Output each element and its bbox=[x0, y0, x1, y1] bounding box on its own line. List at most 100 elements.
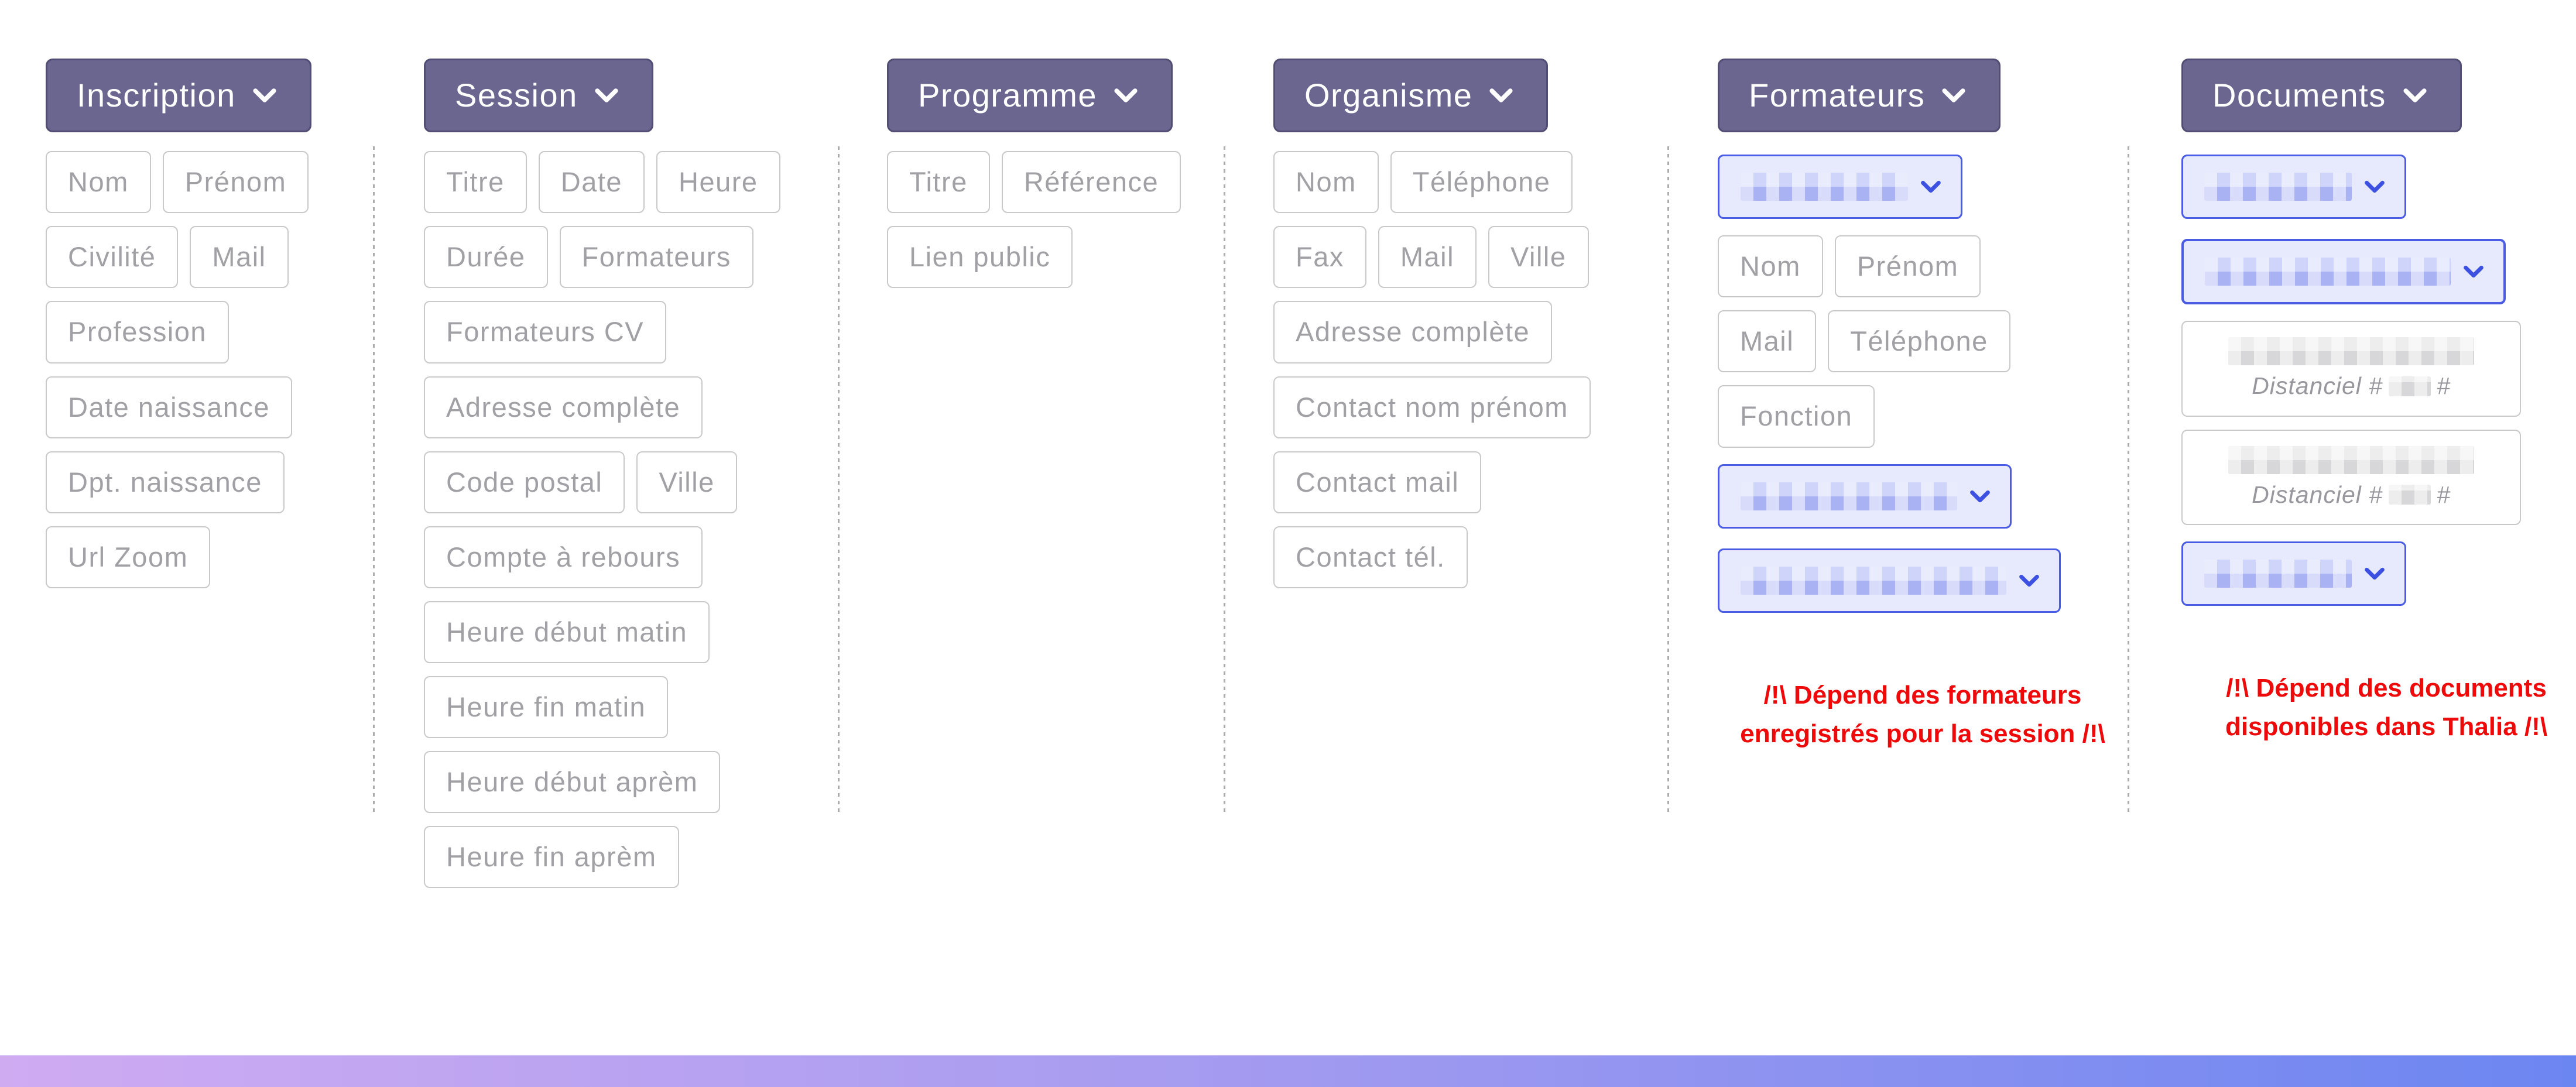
column-title: Session bbox=[455, 77, 578, 114]
field-chip-titre[interactable]: Titre bbox=[424, 151, 527, 214]
field-chip-heure-fin-matin[interactable]: Heure fin matin bbox=[424, 675, 669, 738]
field-chip-nom[interactable]: Nom bbox=[1273, 151, 1379, 214]
organisme-dropdown-button[interactable]: Organisme bbox=[1273, 59, 1549, 133]
field-chip-adresse-complete[interactable]: Adresse complète bbox=[1273, 301, 1553, 364]
chip-row: Heure fin aprèm bbox=[424, 825, 679, 888]
chip-row: Profession bbox=[46, 301, 229, 364]
warning-line: /!\ Dépend des documents bbox=[2226, 673, 2547, 702]
chip-row: Heure fin matin bbox=[424, 675, 669, 738]
field-chip-reference[interactable]: Référence bbox=[1001, 151, 1181, 214]
chevron-down-icon bbox=[1942, 88, 1965, 102]
chevron-down-icon bbox=[2464, 266, 2483, 278]
field-chip-contact-nom-prenom[interactable]: Contact nom prénom bbox=[1273, 376, 1591, 438]
field-chip-duree[interactable]: Durée bbox=[424, 226, 548, 289]
field-chip-heure[interactable]: Heure bbox=[656, 151, 780, 214]
redacted-document-chip[interactable]: Distanciel ## bbox=[2181, 429, 2521, 525]
field-chip-formateurs[interactable]: Formateurs bbox=[559, 226, 753, 289]
redacted-text bbox=[2205, 258, 2451, 286]
redacted-document-chip[interactable]: Distanciel ## bbox=[2181, 321, 2521, 417]
field-chip-formateurs-cv[interactable]: Formateurs CV bbox=[424, 301, 667, 364]
field-chip-fonction[interactable]: Fonction bbox=[1718, 385, 1875, 448]
redacted-select-chip[interactable] bbox=[1718, 464, 2012, 529]
field-chip-adresse-complete[interactable]: Adresse complète bbox=[424, 376, 703, 438]
chevron-down-icon bbox=[2365, 567, 2385, 579]
field-chip-nom[interactable]: Nom bbox=[1718, 235, 1823, 298]
redacted-text bbox=[2389, 485, 2431, 505]
field-chip-prenom[interactable]: Prénom bbox=[162, 151, 309, 214]
warning-line: disponibles dans Thalia /!\ bbox=[2225, 712, 2548, 741]
field-chip-telephone[interactable]: Téléphone bbox=[1828, 310, 2010, 373]
chevron-down-icon bbox=[2403, 88, 2427, 102]
field-chip-ville[interactable]: Ville bbox=[636, 451, 737, 513]
redacted-text bbox=[1741, 173, 1908, 201]
chip-row: Heure début matin bbox=[424, 601, 710, 663]
chip-row: Fonction bbox=[1718, 385, 1875, 448]
chip-row: Date naissance bbox=[46, 376, 292, 438]
chip-row: Compte à rebours bbox=[424, 526, 703, 588]
redacted-select-chip[interactable] bbox=[1718, 155, 1962, 220]
field-chip-ville[interactable]: Ville bbox=[1488, 226, 1589, 289]
field-chip-contact-mail[interactable]: Contact mail bbox=[1273, 451, 1482, 513]
field-chip-profession[interactable]: Profession bbox=[46, 301, 229, 364]
warning-line: /!\ Dépend des formateurs bbox=[1763, 680, 2082, 709]
field-chip-heure-fin-aprem[interactable]: Heure fin aprèm bbox=[424, 825, 679, 888]
column-title: Programme bbox=[918, 77, 1098, 114]
chip-row: Heure début aprèm bbox=[424, 750, 721, 813]
field-chip-nom[interactable]: Nom bbox=[46, 151, 151, 214]
chip-row: Contact mail bbox=[1273, 451, 1482, 513]
chevron-down-icon bbox=[2019, 574, 2039, 587]
chip-row: Dpt. naissance bbox=[46, 451, 285, 513]
column-separator bbox=[373, 146, 375, 814]
subline-suffix: # bbox=[2437, 481, 2451, 508]
field-chip-civilite[interactable]: Civilité bbox=[46, 226, 179, 289]
field-chip-contact-tel[interactable]: Contact tél. bbox=[1273, 526, 1468, 588]
redacted-text bbox=[2228, 337, 2474, 366]
documents-dropdown-button[interactable]: Documents bbox=[2181, 59, 2462, 133]
programme-dropdown-button[interactable]: Programme bbox=[887, 59, 1173, 133]
chip-row bbox=[1718, 155, 1962, 220]
field-chip-code-postal[interactable]: Code postal bbox=[424, 451, 625, 513]
redacted-select-chip[interactable] bbox=[2181, 239, 2506, 305]
inscription-dropdown-button[interactable]: Inscription bbox=[46, 59, 311, 133]
field-chip-prenom[interactable]: Prénom bbox=[1834, 235, 1981, 298]
chevron-down-icon bbox=[1489, 88, 1513, 102]
document-subline: Distanciel ## bbox=[2252, 481, 2451, 509]
subline-prefix: Distanciel # bbox=[2252, 372, 2383, 400]
field-chip-mail[interactable]: Mail bbox=[190, 226, 289, 289]
field-chip-url-zoom[interactable]: Url Zoom bbox=[46, 526, 211, 588]
chevron-down-icon bbox=[1970, 490, 1990, 502]
chip-row: Distanciel ## bbox=[2181, 321, 2521, 417]
redacted-select-chip[interactable] bbox=[2181, 541, 2406, 606]
field-chip-titre[interactable]: Titre bbox=[887, 151, 990, 214]
field-chip-date-naissance[interactable]: Date naissance bbox=[46, 376, 292, 438]
warning-text: /!\ Dépend des documents disponibles dans… bbox=[2181, 669, 2576, 746]
field-chip-dpt-naissance[interactable]: Dpt. naissance bbox=[46, 451, 285, 513]
field-chip-mail[interactable]: Mail bbox=[1378, 226, 1477, 289]
field-chip-heure-debut-aprem[interactable]: Heure début aprèm bbox=[424, 750, 721, 813]
field-chip-lien-public[interactable]: Lien public bbox=[887, 226, 1073, 289]
redacted-text bbox=[1741, 566, 2006, 595]
field-chip-date[interactable]: Date bbox=[538, 151, 645, 214]
redacted-text bbox=[2204, 559, 2352, 588]
field-chip-heure-debut-matin[interactable]: Heure début matin bbox=[424, 601, 710, 663]
column-title: Inscription bbox=[77, 77, 236, 114]
field-chip-telephone[interactable]: Téléphone bbox=[1390, 151, 1573, 214]
field-chip-mail[interactable]: Mail bbox=[1718, 310, 1817, 373]
chip-row: Url Zoom bbox=[46, 526, 211, 588]
redacted-text bbox=[2228, 445, 2474, 474]
field-chip-fax[interactable]: Fax bbox=[1273, 226, 1366, 289]
field-chip-compte-a-rebours[interactable]: Compte à rebours bbox=[424, 526, 703, 588]
formateurs-dropdown-button[interactable]: Formateurs bbox=[1718, 59, 2001, 133]
redacted-select-chip[interactable] bbox=[1718, 548, 2061, 613]
session-dropdown-button[interactable]: Session bbox=[424, 59, 653, 133]
redacted-select-chip[interactable] bbox=[2181, 155, 2406, 220]
column-separator bbox=[838, 146, 840, 814]
